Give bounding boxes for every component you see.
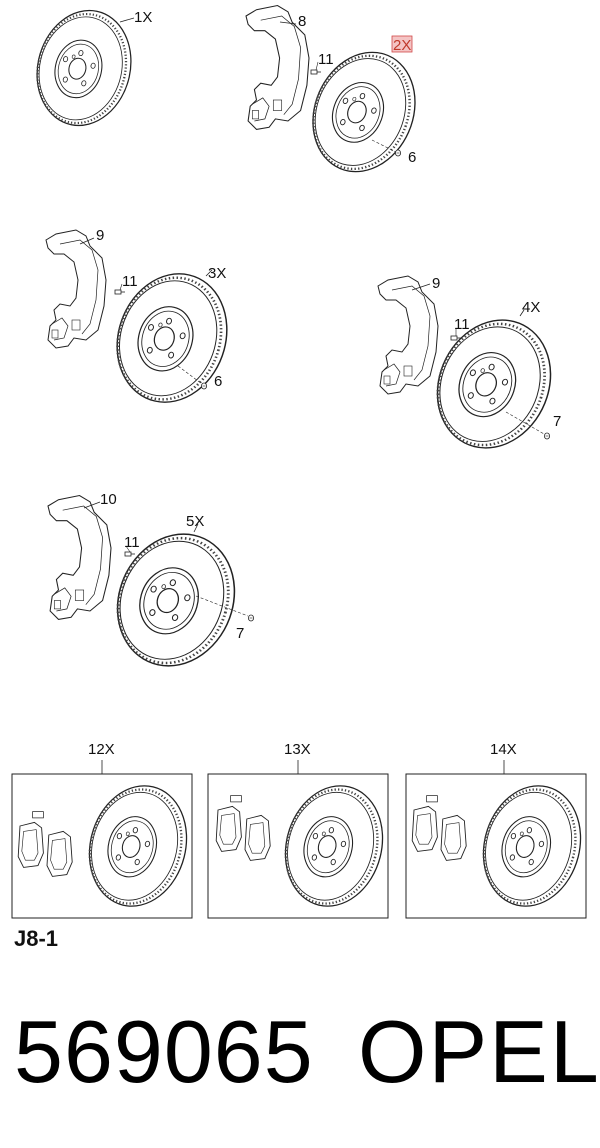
bolt-11-d: [124, 551, 136, 557]
screw-7: [544, 432, 550, 440]
callout-2x: 2X: [393, 37, 411, 54]
screw-7-b: [247, 614, 255, 622]
callout-11c: 11: [454, 316, 470, 333]
callout-11b: 11: [122, 273, 138, 290]
callout-9b: 9: [432, 275, 440, 292]
callout-5x: 5X: [186, 513, 204, 530]
callout-11a: 11: [318, 51, 334, 68]
callout-3x: 3X: [208, 265, 226, 282]
kit-14-label: 14X: [490, 741, 517, 758]
callout-11d: 11: [124, 534, 140, 551]
callout-6b: 6: [214, 373, 222, 390]
kit-12: 12X: [11, 741, 201, 919]
brake-disc-1: [24, 0, 144, 136]
bolt-11-b: [114, 289, 126, 295]
callout-7b: 7: [236, 625, 244, 642]
callout-4x: 4X: [522, 299, 540, 316]
callout-1x: 1X: [134, 9, 152, 26]
kit-13-label: 13X: [284, 741, 311, 758]
brand-name: OPEL: [358, 1002, 600, 1101]
kit-14: 14X: [405, 741, 595, 919]
callout-8: 8: [298, 13, 306, 30]
exploded-parts-diagram: 1X 8 11 2X 6 9 11 3X 6 9 11 4X 7: [11, 0, 595, 919]
callout-9a: 9: [96, 227, 104, 244]
splash-shield-9-right: [377, 275, 439, 395]
part-number: 569065: [14, 1002, 314, 1101]
splash-shield-10: [47, 494, 112, 620]
callout-6a: 6: [408, 149, 416, 166]
kit-13: 13X: [207, 741, 397, 919]
screw-6: [394, 149, 402, 157]
callout-10: 10: [100, 491, 117, 508]
splash-shield-9-left: [45, 229, 107, 349]
callout-7a: 7: [553, 413, 561, 430]
diagram-code: J8-1: [14, 926, 59, 951]
kit-12-label: 12X: [88, 741, 115, 758]
bolt-11: [310, 69, 322, 75]
highlight-marker: [391, 35, 413, 53]
screw-6-b: [200, 382, 208, 390]
